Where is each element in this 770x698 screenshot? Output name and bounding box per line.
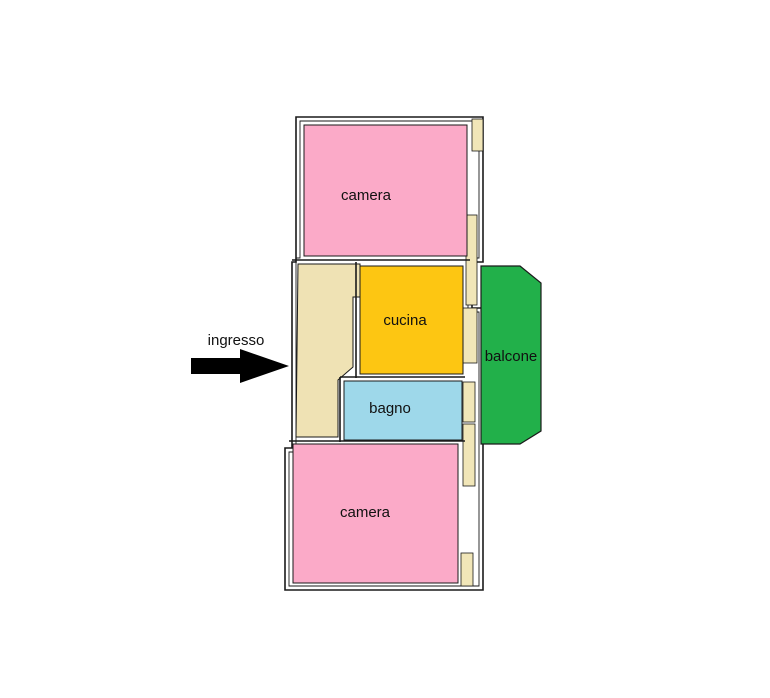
window-top [471, 118, 484, 152]
label-balcone: balcone [485, 348, 538, 365]
label-camera-top: camera [341, 187, 392, 204]
window-bottom-mid [462, 423, 476, 487]
outer-walls [284, 116, 484, 591]
label-bagno: bagno [369, 400, 411, 417]
label-camera-bottom: camera [340, 504, 391, 521]
window-kitchen [462, 307, 478, 364]
window-bottom [460, 552, 474, 587]
room-bagno [343, 380, 463, 441]
room-camera-bottom [292, 443, 459, 584]
room-camera-top [303, 124, 468, 257]
entry-arrow-icon [191, 349, 289, 383]
label-cucina: cucina [383, 312, 427, 329]
room-balcone [480, 265, 542, 445]
interior-walls [289, 259, 470, 442]
room-cucina [359, 265, 464, 375]
entry-label: ingresso [208, 332, 265, 349]
window-bathroom [462, 381, 476, 423]
windows [460, 118, 484, 587]
